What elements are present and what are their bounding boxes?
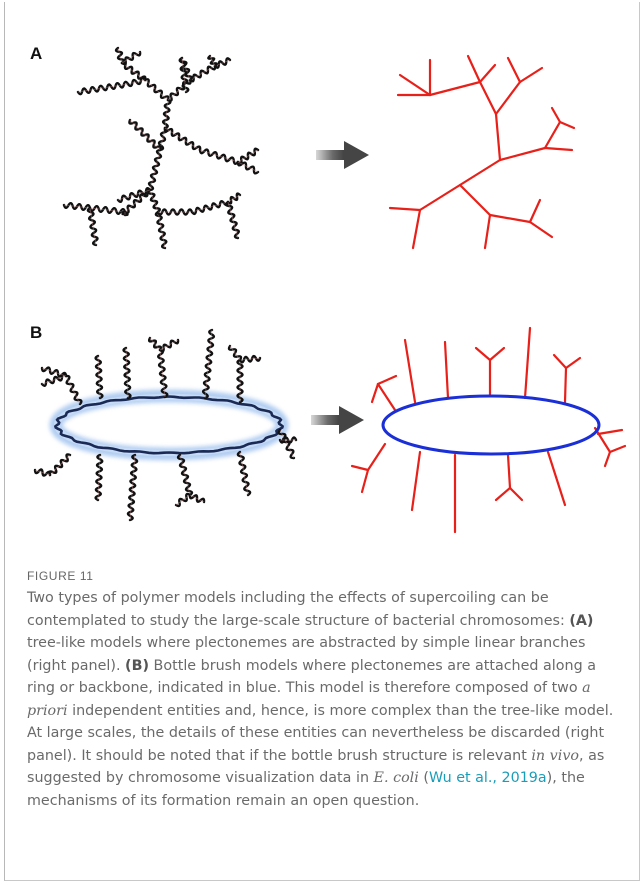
branch-line bbox=[490, 348, 504, 360]
plectoneme-axis bbox=[176, 495, 190, 505]
panel-a-coiled-polymer-tree bbox=[64, 48, 258, 248]
branch-line bbox=[525, 328, 530, 398]
branch-line bbox=[508, 58, 520, 82]
branch-line bbox=[566, 358, 580, 368]
branch-line bbox=[560, 122, 574, 128]
branch-line bbox=[552, 108, 560, 122]
plectoneme-axis bbox=[150, 150, 160, 190]
branch-line bbox=[545, 122, 560, 148]
panel-a-label: A bbox=[30, 44, 42, 64]
caption-italic-e-coli: E. coli bbox=[374, 770, 419, 786]
branch-line bbox=[368, 444, 385, 470]
plectoneme-axis bbox=[42, 368, 66, 376]
plectoneme-axis bbox=[200, 150, 238, 162]
branch-line bbox=[405, 340, 415, 402]
plectoneme-axis bbox=[238, 162, 258, 172]
figure-caption: Two types of polymer models including th… bbox=[27, 587, 623, 812]
branch-line bbox=[362, 470, 368, 492]
plectoneme-segment bbox=[49, 454, 70, 475]
panel-b-bottle-brush-coiled bbox=[35, 330, 296, 520]
plectoneme-axis bbox=[190, 66, 215, 80]
branch-line bbox=[378, 376, 396, 384]
arrow-right-icon bbox=[311, 406, 364, 434]
branch-line bbox=[530, 222, 552, 237]
plectoneme-axis bbox=[50, 455, 70, 475]
branch-line bbox=[460, 185, 490, 215]
branch-line bbox=[496, 82, 520, 114]
branch-line bbox=[565, 368, 566, 402]
panel-a-linear-branch-tree bbox=[390, 56, 574, 248]
branch-line bbox=[480, 82, 496, 114]
branch-line bbox=[598, 430, 622, 434]
branch-line bbox=[610, 446, 625, 452]
caption-text: ( bbox=[419, 770, 429, 786]
plectoneme-axis bbox=[66, 376, 80, 404]
branch-line bbox=[520, 68, 542, 82]
caption-text: independent entities and, hence, is more… bbox=[27, 703, 613, 764]
caption-panel-b-ref: (B) bbox=[125, 658, 149, 674]
plectoneme-axis bbox=[280, 430, 294, 458]
branch-line bbox=[400, 75, 430, 95]
branch-line bbox=[372, 384, 378, 402]
branch-line bbox=[413, 210, 420, 248]
arrow-right-icon bbox=[316, 141, 369, 169]
branch-line bbox=[500, 148, 545, 160]
branch-line bbox=[548, 452, 565, 505]
branch-line bbox=[554, 355, 566, 368]
branch-line bbox=[508, 455, 510, 488]
branch-line bbox=[445, 342, 448, 398]
panel-b-label: B bbox=[30, 323, 42, 343]
branch-line bbox=[485, 215, 490, 248]
branch-line bbox=[352, 466, 368, 470]
panel-b-abstract-bottle-brush bbox=[352, 328, 625, 532]
branch-line bbox=[490, 215, 530, 222]
backbone-ring bbox=[55, 397, 282, 454]
figure-illustration bbox=[0, 0, 643, 552]
branch-line bbox=[510, 488, 522, 500]
plectoneme-axis bbox=[165, 128, 200, 150]
branch-line bbox=[530, 200, 540, 222]
branch-line bbox=[430, 82, 480, 95]
figure-11: A B bbox=[0, 0, 643, 552]
branch-line bbox=[480, 65, 495, 82]
branch-line bbox=[378, 384, 395, 410]
branch-line bbox=[605, 452, 610, 466]
branch-line bbox=[476, 348, 490, 360]
plectoneme-axis bbox=[130, 120, 160, 150]
branch-line bbox=[390, 208, 420, 210]
branch-line bbox=[412, 452, 420, 510]
plectoneme-axis bbox=[145, 80, 168, 100]
branch-line bbox=[468, 56, 480, 82]
caption-italic-in-vivo: in vivo bbox=[531, 748, 579, 764]
citation-link[interactable]: Wu et al., 2019a bbox=[429, 770, 547, 786]
plectoneme-axis bbox=[230, 346, 240, 360]
branch-line bbox=[496, 114, 500, 160]
branch-line bbox=[545, 148, 572, 150]
branch-line bbox=[496, 488, 510, 500]
caption-panel-a-ref: (A) bbox=[569, 613, 593, 629]
caption-text: Two types of polymer models including th… bbox=[27, 590, 569, 629]
figure-label: FIGURE 11 bbox=[27, 569, 94, 583]
